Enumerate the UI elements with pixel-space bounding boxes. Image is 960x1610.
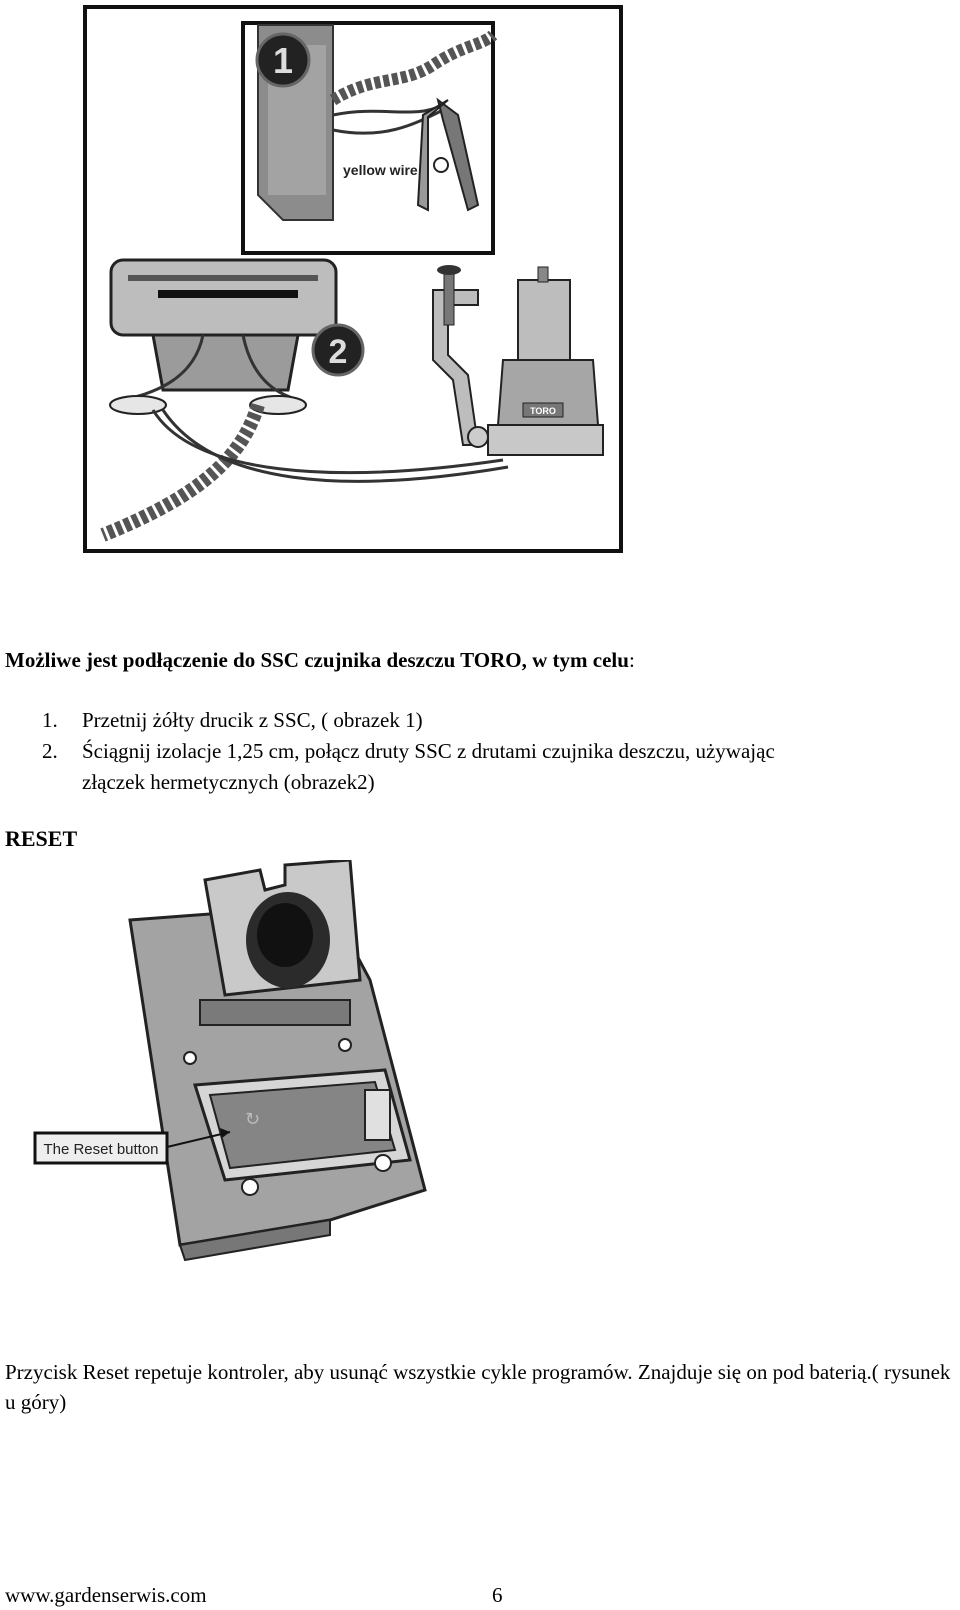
list-item: 2. Ściągnij izolacje 1,25 cm, połącz drut…	[0, 736, 775, 767]
step-number: 1.	[42, 708, 58, 732]
battery-compartment: ↻	[193, 1068, 412, 1182]
step-text: Przetnij żółty drucik z SSC, ( obrazek 1…	[82, 708, 423, 732]
svg-text:TORO: TORO	[530, 406, 556, 416]
intro-text: Możliwe jest podłączenie do SSC czujnika…	[5, 648, 635, 672]
step-text-continuation: złączek hermetycznych (obrazek2)	[82, 770, 375, 794]
svg-text:The Reset button: The Reset button	[43, 1141, 158, 1158]
footer-website: www.gardenserwis.com	[5, 1583, 207, 1607]
wiring-illustration: yellow wire 1 2 TORO	[83, 5, 623, 553]
reset-heading: RESET	[5, 826, 78, 851]
list-item: 1. Przetnij żółty drucik z SSC, ( obrazek…	[0, 705, 775, 736]
step-number: 2.	[42, 739, 58, 763]
rain-sensor: TORO	[487, 266, 604, 456]
callout-2: 2	[311, 323, 365, 377]
mounting-clamp	[432, 289, 480, 446]
step-text: Ściągnij izolacje 1,25 cm, połącz druty …	[82, 739, 775, 763]
callout-1: 1	[255, 32, 311, 88]
svg-text:↻: ↻	[245, 1109, 260, 1130]
intro-colon: :	[628, 648, 635, 672]
svg-text:1: 1	[273, 40, 293, 81]
reset-button-label: The Reset button	[33, 1131, 169, 1165]
page-number: 6	[492, 1583, 503, 1607]
reset-description: Przycisk Reset repetuje kontroler, aby u…	[5, 1360, 951, 1414]
sensor-cap	[203, 860, 362, 997]
reset-illustration: ↻ The Reset button	[33, 860, 427, 1262]
intro-sentence: Możliwe jest podłączenie do SSC czujnika…	[5, 648, 629, 672]
pointer-arrow	[166, 1131, 231, 1148]
list-item-continuation: złączek hermetycznych (obrazek2)	[0, 767, 775, 798]
yellow-wire-label: yellow wire	[343, 162, 418, 178]
svg-text:2: 2	[329, 333, 348, 371]
instruction-list: 1. Przetnij żółty drucik z SSC, ( obrazek…	[0, 705, 775, 798]
